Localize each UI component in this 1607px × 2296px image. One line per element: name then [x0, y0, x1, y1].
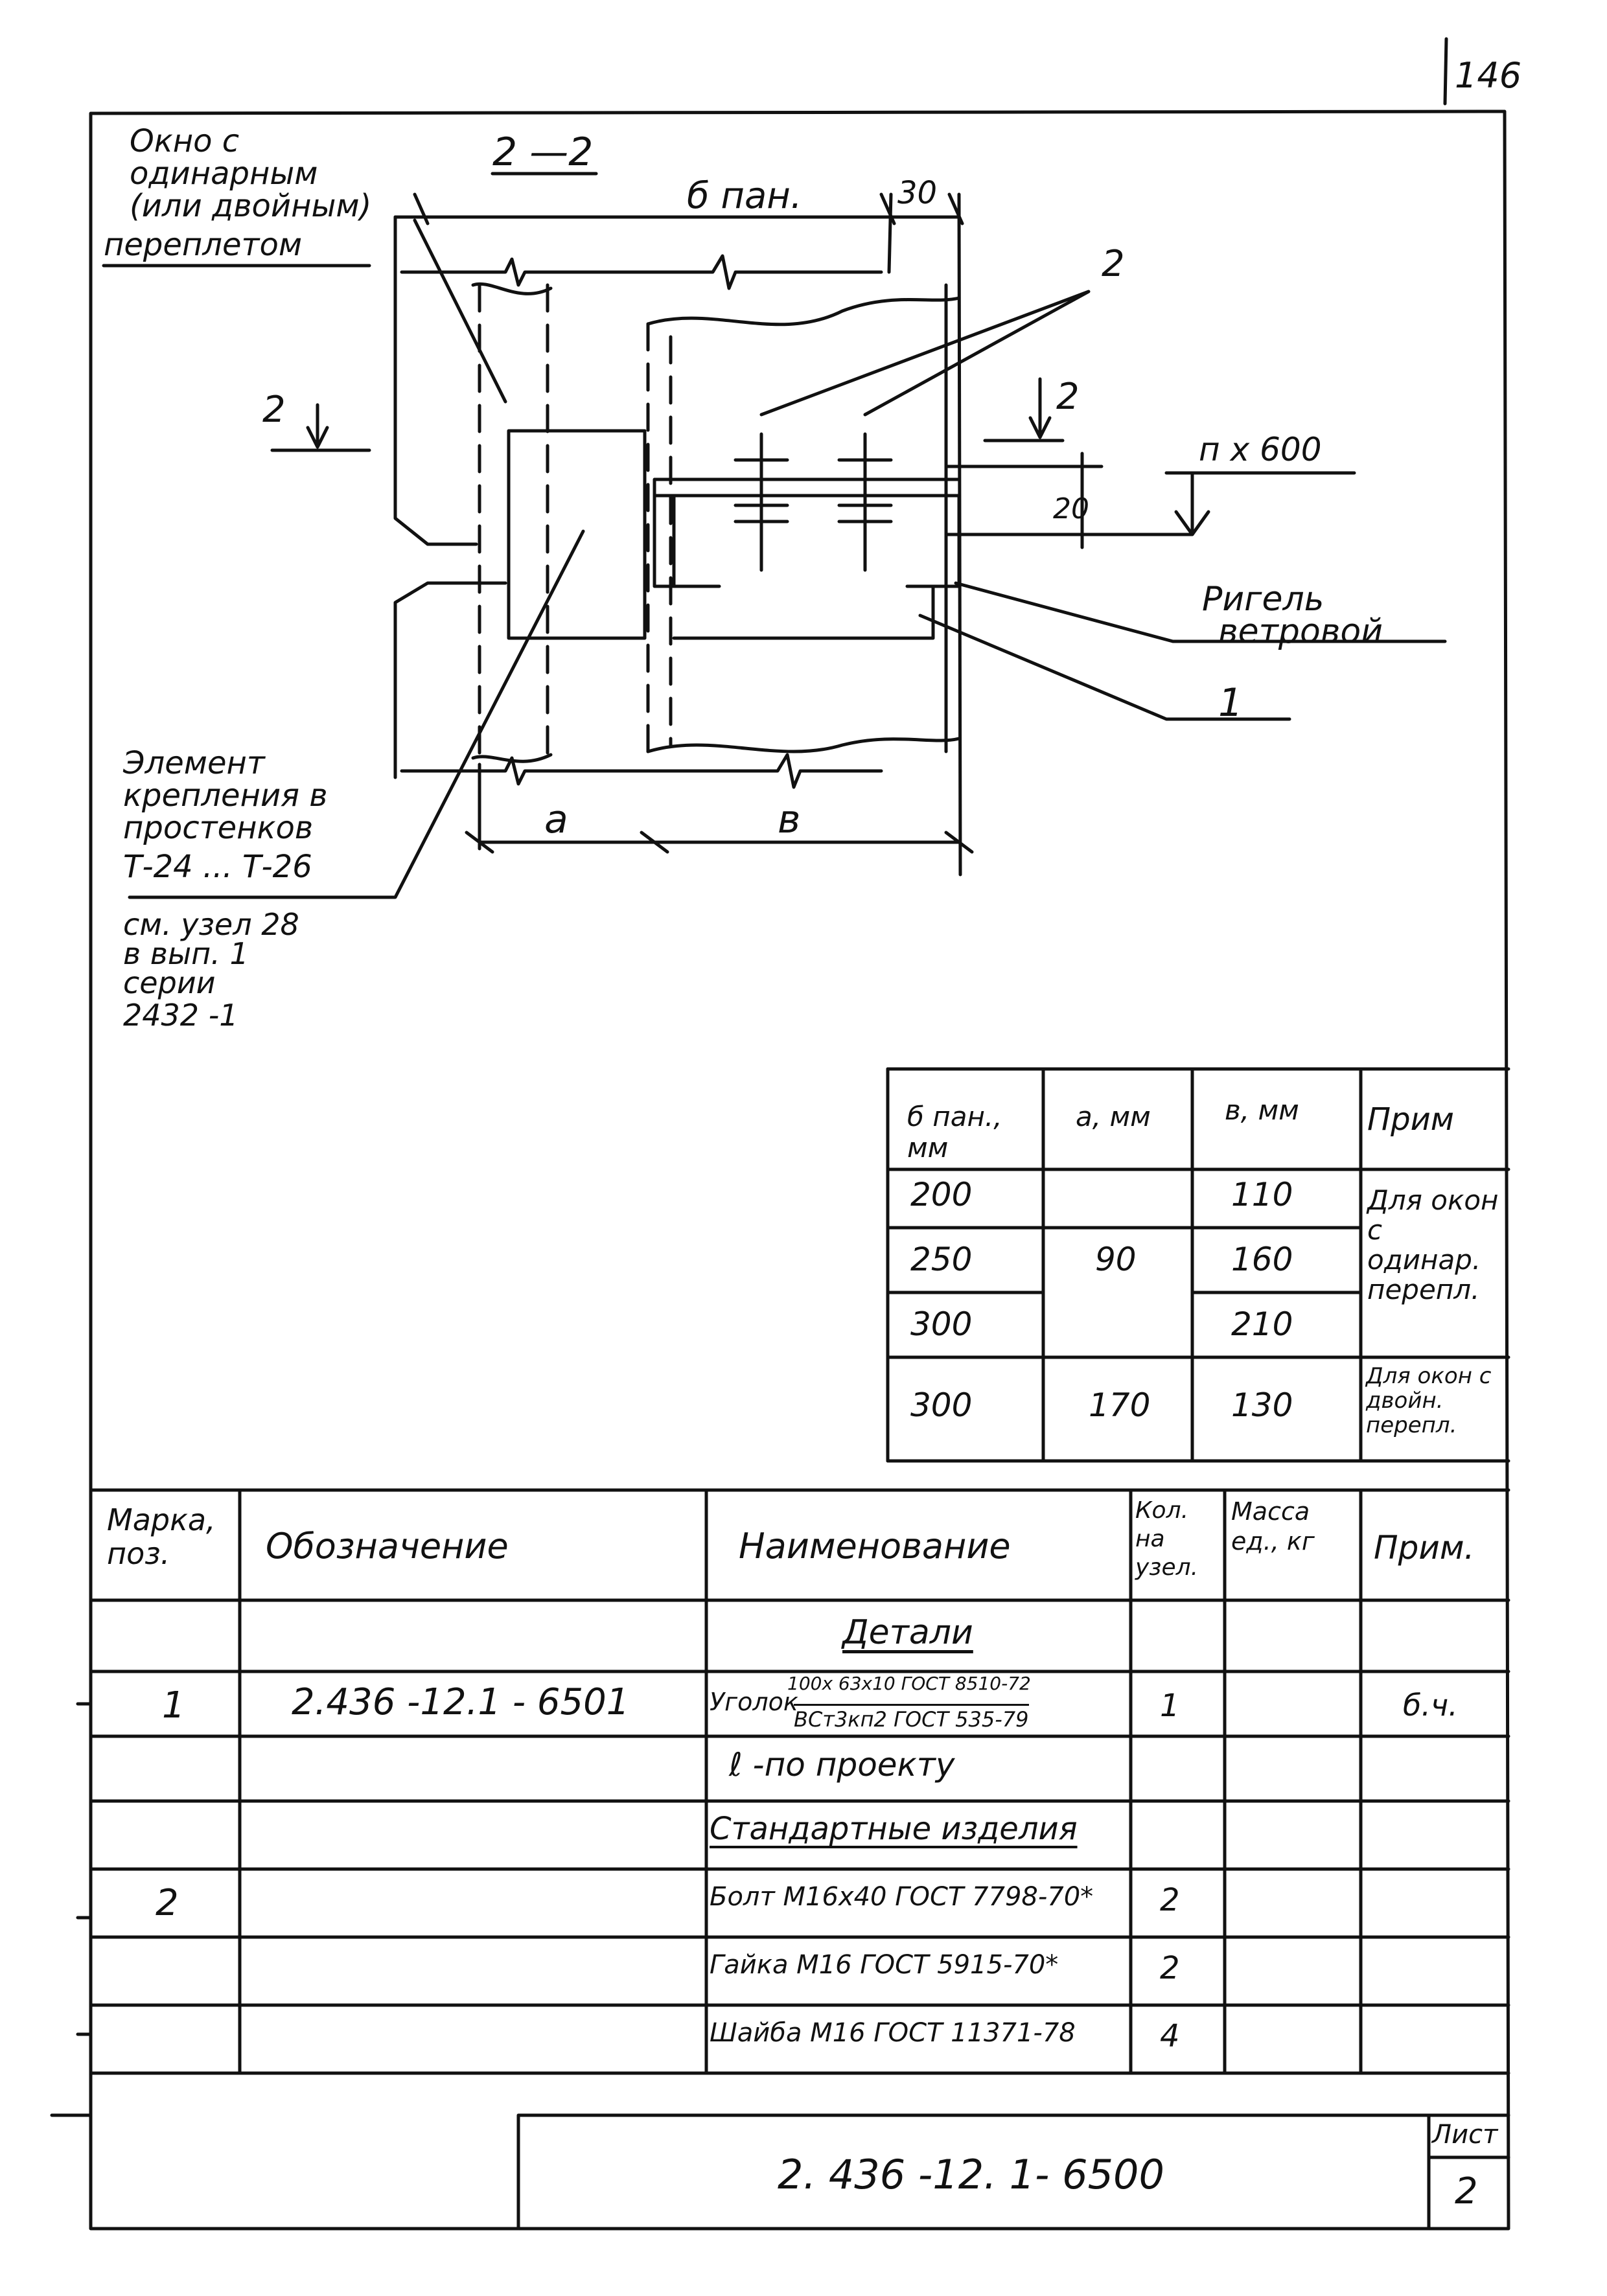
- dim-b: в: [778, 797, 801, 842]
- size-r1-v: 110: [1231, 1176, 1293, 1213]
- spec-r1-note: б.ч.: [1403, 1688, 1458, 1723]
- size-r3-v: 210: [1231, 1305, 1293, 1343]
- spec-r3-name: Гайка М16 ГОСТ 5915-70*: [710, 1950, 1059, 1980]
- panel-width-dim: [393, 192, 964, 225]
- size-header-note: Прим: [1367, 1101, 1454, 1138]
- spec-r2-name: Болт М16х40 ГОСТ 7798-70*: [710, 1882, 1094, 1912]
- spec-row-length: ℓ -по проекту: [729, 1746, 955, 1784]
- cut-marker-left: 2: [262, 389, 286, 431]
- spec-r4-name: Шайба М16 ГОСТ 11371-78: [710, 2018, 1076, 2048]
- spec-r1-qty: 1: [1160, 1688, 1180, 1724]
- spec-header-designation: Обозначение: [266, 1526, 509, 1567]
- spec-r2-qty: 2: [1160, 1882, 1180, 1918]
- reference-label-1: см. узел 28: [123, 907, 299, 942]
- riegel-channel: [653, 477, 961, 640]
- bolt-1: [734, 432, 789, 572]
- title-sheet-label: Лист: [1432, 2120, 1498, 2150]
- reference-label-3: серии: [123, 965, 216, 1000]
- riegel-label-2: ветровой: [1218, 612, 1383, 651]
- fastening-element: [507, 429, 647, 640]
- page-number: 146: [1455, 55, 1522, 96]
- gap-label: 30: [897, 175, 938, 211]
- size-r4-bpan: 300: [910, 1386, 973, 1424]
- size-r4-a: 170: [1089, 1386, 1151, 1424]
- size-r4-v: 130: [1231, 1386, 1293, 1424]
- spec-table-grid: [89, 1488, 1510, 2075]
- callout-1: 1: [1218, 680, 1243, 726]
- spec-header-qty: Кол. на узел.: [1135, 1497, 1199, 1581]
- spec-r4-qty: 4: [1160, 2018, 1180, 2054]
- level-label: п х 600: [1199, 431, 1322, 468]
- title-doc-number: 2. 436 -12. 1- 6500: [778, 2151, 1164, 2198]
- riegel-label-1: Ригель: [1202, 580, 1324, 619]
- page-number-rule: [1443, 37, 1448, 106]
- size-r3-bpan: 300: [910, 1305, 973, 1343]
- dim-a: а: [544, 797, 568, 842]
- title-sheet-number: 2: [1455, 2170, 1478, 2212]
- size-header-bpan: б пан., мм: [907, 1101, 1002, 1164]
- spec-header-name: Наименование: [739, 1526, 1011, 1567]
- window-label-2: одинарным: [130, 155, 318, 192]
- spec-section-standard: Стандартные изделия: [710, 1811, 1078, 1847]
- spec-r2-mark: 2: [156, 1882, 179, 1924]
- spec-r3-qty: 2: [1160, 1950, 1180, 1986]
- window-label-3: (или двойным): [130, 188, 372, 224]
- cut-marker-right: 2: [1056, 376, 1080, 418]
- dim-ab-line: [465, 763, 974, 854]
- window-label-4: переплетом: [104, 227, 303, 263]
- spec-r1-name-top: 100х 63х10 ГОСТ 8510-72: [787, 1673, 1031, 1694]
- title-block-frame: [516, 2113, 1510, 2231]
- size-r2-a: 90: [1095, 1241, 1137, 1278]
- size-r4-note: Для окон с двойн. перепл.: [1366, 1363, 1492, 1438]
- dim-20: 20: [1053, 492, 1089, 525]
- spec-header-mark: Марка, поз.: [107, 1502, 216, 1571]
- element-label-2: крепления в: [123, 777, 328, 814]
- spec-header-mass: Масса ед., кг: [1231, 1497, 1315, 1556]
- element-label-1: Элемент: [123, 745, 265, 781]
- size-r2-v: 160: [1231, 1241, 1293, 1278]
- element-label-3: простенков: [123, 810, 314, 846]
- size-header-v: в, мм: [1225, 1094, 1299, 1126]
- spec-r1-name-bottom: ВСт3кп2 ГОСТ 535-79: [794, 1704, 1029, 1732]
- panel-width-label: б пан.: [687, 175, 802, 217]
- window-label-1: Окно с: [130, 123, 240, 159]
- section-label: 2 —2: [492, 130, 594, 175]
- size-table-grid: [886, 1067, 1510, 1463]
- bolt-2: [837, 432, 893, 572]
- callout-2: 2: [1102, 243, 1125, 285]
- spec-r1-name-prefix: Уголок: [710, 1688, 798, 1716]
- reference-label-4: 2432 -1: [123, 998, 238, 1033]
- size-note-single: Для окон с одинар. перепл.: [1367, 1184, 1499, 1305]
- spec-header-note: Прим.: [1374, 1529, 1475, 1567]
- size-r2-bpan: 250: [910, 1241, 973, 1278]
- reference-label-2: в вып. 1: [123, 936, 249, 971]
- spec-r1-designation: 2.436 -12.1 - 6501: [292, 1681, 630, 1723]
- size-r1-bpan: 200: [910, 1176, 973, 1213]
- spec-r1-mark: 1: [162, 1684, 185, 1727]
- element-label-4: Т-24 ... Т-26: [123, 849, 312, 885]
- spec-section-details: Детали: [842, 1613, 973, 1652]
- size-header-a: а, мм: [1076, 1101, 1151, 1132]
